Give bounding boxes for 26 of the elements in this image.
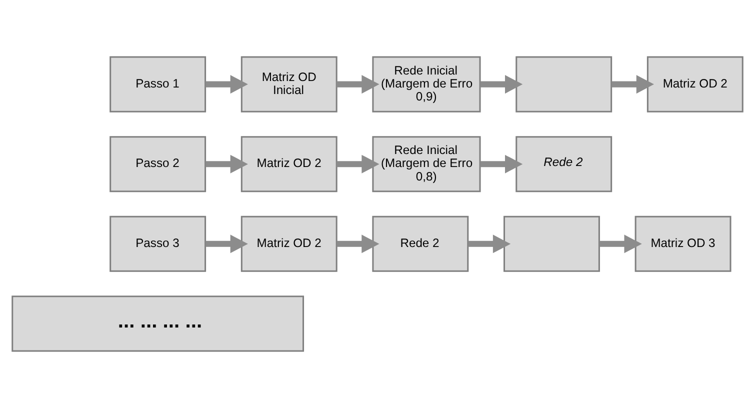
node-box: Rede 2 (516, 136, 612, 192)
node-box: Passo 2 (110, 136, 206, 192)
arrow (468, 234, 511, 253)
node-box (516, 56, 612, 112)
node-box: Passo 3 (110, 215, 206, 272)
arrow (336, 234, 380, 253)
arrow (599, 234, 642, 253)
node-box: Passo 1 (110, 56, 206, 112)
node-box: Matriz OD 2 (240, 136, 338, 192)
node-box: Rede Inicial (Margem de Erro 0,9) (372, 56, 481, 112)
arrow (480, 154, 523, 173)
arrow (206, 154, 248, 173)
node-box (504, 215, 600, 272)
arrow (336, 74, 380, 94)
arrow (206, 234, 248, 253)
node-box: Rede 2 (372, 215, 469, 272)
node-box: Rede Inicial (Margem de Erro 0,8) (372, 136, 481, 192)
arrow (206, 74, 248, 94)
arrow (612, 74, 654, 94)
node-box: ... ... ... ... (12, 295, 304, 352)
node-box: Matriz OD 2 (240, 215, 338, 272)
arrow (480, 74, 523, 94)
node-box: Matriz OD Inicial (240, 56, 338, 112)
node-box: Matriz OD 3 (634, 215, 732, 272)
node-box: Matriz OD 2 (646, 56, 744, 112)
arrow (336, 154, 380, 173)
